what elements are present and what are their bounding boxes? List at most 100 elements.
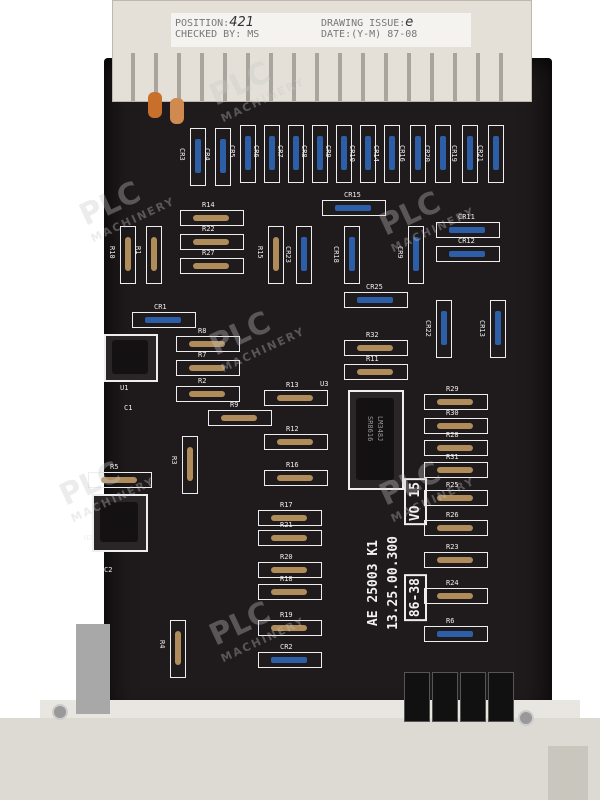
resistor-outline <box>424 552 488 568</box>
pin-header <box>460 672 486 722</box>
diode <box>495 311 501 345</box>
component-label: CR7 <box>276 145 284 158</box>
drawing-issue-label: DRAWING ISSUE: <box>321 18 406 29</box>
diode-outline <box>240 125 256 183</box>
resistor <box>189 391 225 397</box>
connector-pin <box>292 53 296 101</box>
component-label: R11 <box>366 355 379 363</box>
diode-outline <box>410 125 426 183</box>
diode <box>301 237 307 271</box>
diode <box>220 139 226 173</box>
resistor-outline <box>264 470 328 486</box>
component-label: R16 <box>286 461 299 469</box>
resistor-outline <box>424 490 488 506</box>
resistor <box>189 341 225 347</box>
diode <box>269 136 275 170</box>
component-label: R27 <box>202 249 215 257</box>
resistor-outline <box>344 364 408 380</box>
connector-pin <box>177 53 181 101</box>
component-label: U1 <box>120 384 129 392</box>
component-label: CR15 <box>344 191 361 199</box>
component-label: R19 <box>280 611 293 619</box>
date-code: 86-38 <box>404 574 427 622</box>
component-label: CR13 <box>478 320 486 337</box>
connector-pin <box>269 53 273 101</box>
diode <box>413 237 419 271</box>
resistor <box>151 237 157 271</box>
diode <box>357 297 393 303</box>
diode-outline <box>488 125 504 183</box>
resistor <box>193 239 229 245</box>
resistor <box>271 515 307 521</box>
component-label: R24 <box>446 579 459 587</box>
resistor <box>189 365 225 371</box>
diode <box>349 237 355 271</box>
diode-outline <box>384 125 400 183</box>
mounting-screw <box>52 704 68 720</box>
component-label: R17 <box>280 501 293 509</box>
connector-pin <box>223 53 227 101</box>
diode <box>365 136 371 170</box>
resistor <box>101 477 137 483</box>
drawing-issue-value: e <box>405 15 414 30</box>
resistor-outline <box>180 234 244 250</box>
diode-outline <box>436 300 452 358</box>
panel-handle <box>548 746 588 800</box>
resistor-outline <box>180 258 244 274</box>
component-label: R20 <box>280 553 293 561</box>
ic-u3: SR8616 LM348J <box>348 390 404 490</box>
component-label: CR11 <box>458 213 475 221</box>
diode <box>317 136 323 170</box>
resistor-outline <box>424 520 488 536</box>
diode-outline <box>344 292 408 308</box>
component-label: CR9 <box>324 145 332 158</box>
connector-pin <box>246 53 250 101</box>
resistor-outline <box>170 620 186 678</box>
component-label: R2 <box>198 377 207 385</box>
component-label: C1 <box>124 404 133 412</box>
resistor <box>125 237 131 271</box>
resistor <box>437 399 473 405</box>
component-label: CR25 <box>366 283 383 291</box>
connector-pin <box>361 53 365 101</box>
diode-outline <box>435 125 451 183</box>
pin-header <box>404 672 430 722</box>
component-label: CR8 <box>300 145 308 158</box>
ic-u1 <box>104 334 158 382</box>
diode-outline <box>336 125 352 183</box>
component-label: R3 <box>170 456 178 465</box>
component-label: R25 <box>446 481 459 489</box>
diode-outline <box>258 652 322 668</box>
chip-marking: LM348J <box>376 416 384 442</box>
component-label: R13 <box>286 381 299 389</box>
diode-outline <box>264 125 280 183</box>
diode <box>145 317 181 323</box>
component-label: CR23 <box>284 246 292 263</box>
resistor <box>357 345 393 351</box>
connector-pin <box>338 53 342 101</box>
diode <box>341 136 347 170</box>
resistor <box>437 445 473 451</box>
resistor-outline <box>264 434 328 450</box>
resistor-outline <box>424 588 488 604</box>
resistor <box>221 415 257 421</box>
diode-outline <box>436 246 500 262</box>
connector-pin <box>315 53 319 101</box>
component-label: R22 <box>202 225 215 233</box>
connector-pin <box>384 53 388 101</box>
component-label: R6 <box>446 617 455 625</box>
position-value: 421 <box>229 15 255 30</box>
resistor <box>273 237 279 271</box>
resistor-outline <box>424 462 488 478</box>
resistor <box>437 423 473 429</box>
connector-pin <box>131 53 135 101</box>
component-label: R32 <box>366 331 379 339</box>
diode-outline <box>322 200 386 216</box>
resistor <box>437 495 473 501</box>
resistor-outline <box>258 510 322 526</box>
diode <box>493 136 499 170</box>
edge-connector: POSITION:421 CHECKED BY: MS DRAWING ISSU… <box>112 0 532 102</box>
diode <box>467 136 473 170</box>
component-label: CR20 <box>423 145 431 162</box>
resistor-outline <box>258 584 322 600</box>
